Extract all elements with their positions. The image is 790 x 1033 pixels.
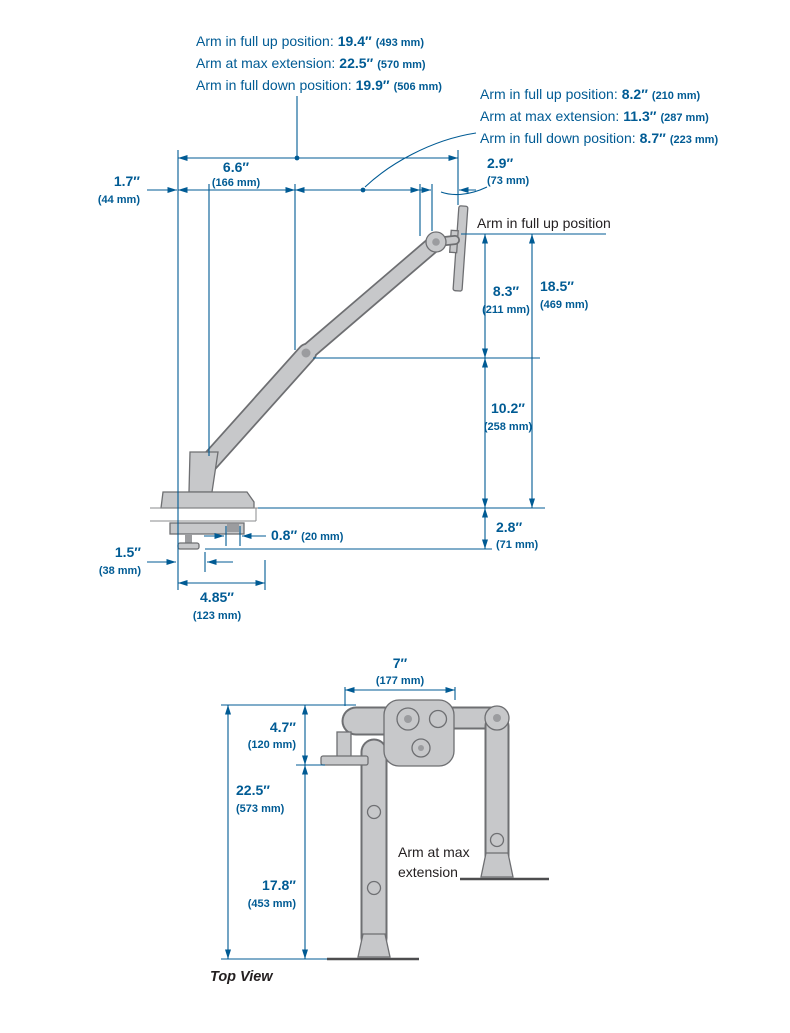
max-extension-label-line2: extension	[398, 864, 458, 880]
height-annotation-up: Arm in full up position:8.2″(210 mm)	[480, 86, 701, 102]
top-body-pivot-small	[428, 709, 448, 729]
side-view-arm-drawing	[150, 205, 469, 550]
dim-4-85	[178, 560, 266, 590]
dim-18-5-inches: 18.5″	[540, 278, 574, 294]
dim-0-8-label: 0.8″(20 mm)	[271, 527, 344, 543]
reach-annotation-down: Arm in full down position:19.9″(506 mm)	[196, 77, 442, 93]
dim-4-7-inches: 4.7″	[270, 719, 296, 735]
top-body-screw-axis	[418, 745, 424, 751]
dim-6-6-mm: (166 mm)	[212, 177, 261, 189]
height-annotation-max: Arm at max extension:11.3″(287 mm)	[480, 108, 709, 124]
dim-4-85-inches: 4.85″	[200, 589, 234, 605]
leader-curve-height	[364, 132, 477, 188]
dim-7	[344, 687, 456, 706]
top-view-caption: Top View	[210, 969, 274, 985]
top-left-leg-joint-upper	[366, 804, 382, 820]
dim-22-5-mm: (573 mm)	[236, 803, 285, 815]
top-right-leg-joint	[489, 832, 505, 848]
reach-annotation-up: Arm in full up position:19.4″(493 mm)	[196, 33, 424, 49]
dim-22-5-inches: 22.5″	[236, 782, 270, 798]
dim-17-8-mm: (453 mm)	[248, 898, 297, 910]
dim-overall-reach	[178, 96, 458, 161]
dim-1-7-mm: (44 mm)	[98, 194, 141, 206]
arm-up-position-label: Arm in full up position	[477, 215, 611, 231]
reach-annotation-max: Arm at max extension:22.5″(570 mm)	[196, 55, 426, 71]
leader-curve-2-9	[440, 186, 488, 196]
clamp-knob	[177, 542, 200, 550]
dim-10-2-mm: (258 mm)	[484, 421, 533, 433]
top-view: 7″ (177 mm) 22.5″ (573 mm) 4.7″ (120 mm)…	[210, 655, 549, 985]
dim-7-mm: (177 mm)	[376, 675, 425, 687]
upper-arm-link-fill	[296, 235, 443, 363]
dim-10-2-inches: 10.2″	[491, 400, 525, 416]
dim-18-5-mm: (469 mm)	[540, 299, 589, 311]
clamp-lip	[227, 524, 239, 532]
dim-1-5	[147, 552, 233, 572]
dim-4-85-mm: (123 mm)	[193, 610, 242, 622]
max-extension-label-line1: Arm at max	[398, 844, 470, 860]
elbow-joint	[301, 348, 311, 358]
dim-2-9-inches: 2.9″	[487, 155, 513, 171]
lower-arm-link-fill	[195, 344, 316, 477]
dim-2-9	[412, 186, 488, 196]
dim-2-8-inches: 2.8″	[496, 519, 522, 535]
top-right-foot	[480, 852, 514, 878]
top-left-foot	[357, 933, 391, 958]
dim-4-7-mm: (120 mm)	[248, 739, 297, 751]
dim-8-3-inches: 8.3″	[493, 283, 519, 299]
dim-horizontal-extension	[295, 132, 477, 193]
dim-0-8	[204, 526, 266, 546]
dim-2-9-mm: (73 mm)	[487, 175, 530, 187]
dim-8-3-mm: (211 mm)	[482, 304, 530, 316]
top-left-leg-joint-lower	[366, 880, 382, 896]
dim-1-5-inches: 1.5″	[115, 544, 141, 560]
top-right-elbow-axis	[493, 714, 501, 722]
dim-6-6-inches: 6.6″	[223, 159, 249, 175]
base-post	[188, 451, 219, 493]
dim-1-7-inches: 1.7″	[114, 173, 140, 189]
clamp-screw	[185, 534, 192, 543]
top-body-pivot-axis	[404, 715, 412, 723]
monitor-plate	[448, 205, 469, 292]
dim-1-5-mm: (38 mm)	[99, 565, 142, 577]
side-view: Arm in full up position:19.4″(493 mm) Ar…	[98, 33, 719, 622]
end-joint-axis	[432, 238, 440, 246]
top-monitor-plate	[320, 755, 369, 766]
top-plate-tab	[336, 731, 352, 758]
dim-2-8-mm: (71 mm)	[496, 539, 539, 551]
height-annotation-down: Arm in full down position:8.7″(223 mm)	[480, 130, 718, 146]
top-view-arm-drawing	[320, 699, 549, 961]
leader-dot-height	[360, 187, 366, 193]
leader-dot-reach	[294, 155, 300, 161]
base-foot	[160, 491, 255, 509]
dim-17-8-inches: 17.8″	[262, 877, 296, 893]
dim-7-inches: 7″	[393, 655, 408, 671]
clamp-jaw	[169, 522, 245, 535]
